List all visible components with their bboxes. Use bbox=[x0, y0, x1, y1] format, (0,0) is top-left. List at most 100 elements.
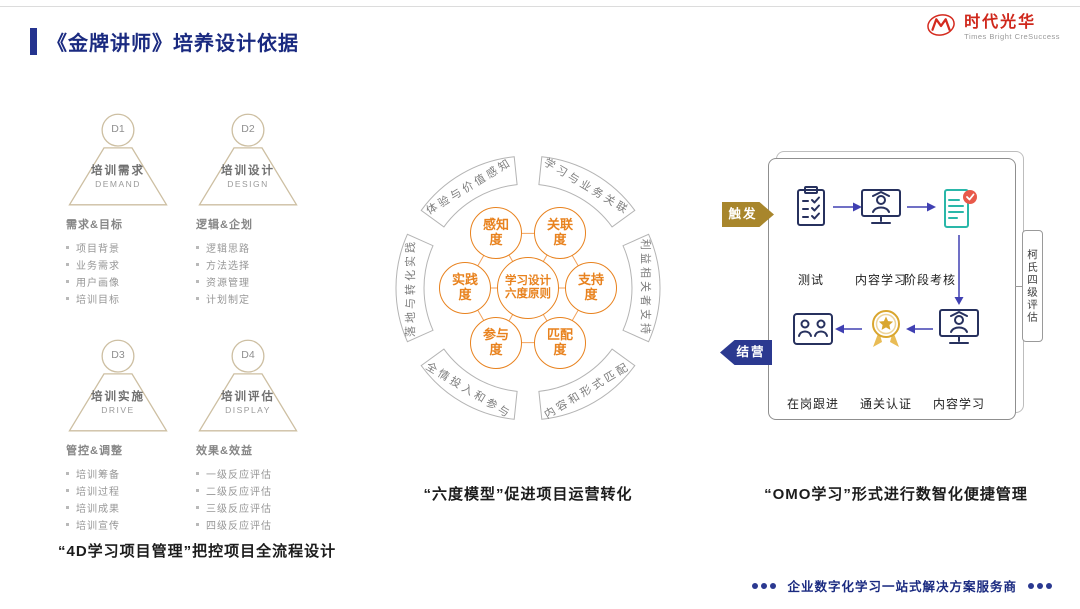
list-item: 方法选择 bbox=[196, 256, 308, 273]
step-label-certification: 通关认证 bbox=[859, 397, 912, 411]
six-degree-ring bbox=[395, 156, 661, 420]
module-shape bbox=[198, 339, 298, 432]
bullet bbox=[196, 246, 199, 249]
certification-badge-icon bbox=[866, 305, 906, 356]
footer-dot bbox=[1046, 582, 1052, 589]
module-subtitle: DRIVE bbox=[101, 405, 135, 415]
list-item: 一级反应评估 bbox=[196, 465, 308, 482]
degree-node-label: 匹配度 bbox=[546, 327, 573, 357]
list-item-text: 培训筹备 bbox=[76, 470, 120, 481]
4d-module-d3: D3 培训实施 DRIVE bbox=[62, 338, 174, 434]
footer-dot bbox=[770, 582, 777, 589]
list-item-text: 用户画像 bbox=[76, 278, 120, 289]
page-header: 《金牌讲师》培养设计依据 bbox=[30, 27, 299, 56]
bullet bbox=[66, 506, 69, 509]
module-title: 培训评估 bbox=[221, 391, 275, 403]
ring-label: 利益相关者支持 bbox=[639, 239, 651, 337]
list-item-text: 二级反应评估 bbox=[206, 487, 272, 498]
caption-4d: “4D学习项目管理”把控项目全流程设计 bbox=[58, 543, 337, 560]
list-item-text: 培训宣传 bbox=[76, 521, 120, 532]
4d-module-d2: D2 培训设计 DESIGN bbox=[192, 112, 304, 208]
list-item: 培训过程 bbox=[66, 482, 178, 499]
degree-node-label: 支持度 bbox=[577, 272, 604, 302]
footer-dot bbox=[1037, 582, 1043, 589]
brand-logo: 时代光华 Times Bright CreSuccess bbox=[924, 8, 1060, 41]
list-item: 项目背景 bbox=[66, 239, 178, 256]
logo-name: 时代光华 bbox=[964, 14, 1037, 31]
degree-node: 支持度 bbox=[565, 262, 617, 314]
list-item-text: 资源管理 bbox=[206, 278, 250, 289]
footer-dot bbox=[761, 582, 768, 589]
content-learning-monitor-icon-2 bbox=[937, 307, 981, 352]
module-title: 培训实施 bbox=[91, 391, 145, 403]
step-label-test: 测试 bbox=[797, 273, 824, 287]
six-degree-diagram: 体验与价值感知 学习与业务关联 利益相关者支持 内容和形式匹配 全情投入和参与 … bbox=[388, 148, 668, 428]
list-item-text: 一级反应评估 bbox=[206, 470, 272, 481]
side-tab-connector bbox=[1015, 286, 1023, 287]
list-item-text: 方法选择 bbox=[206, 261, 250, 272]
4d-list-d3: 管控&调整 培训筹备 培训过程 培训成果 培训宣传 bbox=[66, 442, 178, 533]
list-group-title: 管控&调整 bbox=[66, 445, 123, 457]
bullet bbox=[196, 472, 199, 475]
bullet bbox=[66, 523, 69, 526]
4d-list-d4: 效果&效益 一级反应评估 二级反应评估 三级反应评估 四级反应评估 bbox=[196, 442, 308, 533]
logo-icon bbox=[927, 13, 955, 36]
list-item-text: 四级反应评估 bbox=[206, 521, 272, 532]
module-id: D1 bbox=[111, 123, 125, 135]
footer: 企业数字化学习一站式解决方案服务商 bbox=[752, 576, 1052, 595]
module-shape bbox=[198, 113, 298, 206]
bullet bbox=[66, 297, 69, 300]
4d-module-d4: D4 培训评估 DISPLAY bbox=[192, 338, 304, 434]
list-item: 计划制定 bbox=[196, 290, 308, 307]
bullet bbox=[196, 280, 199, 283]
caption-omo: “OMO学习”形式进行数智化便捷管理 bbox=[764, 486, 1028, 503]
bullet bbox=[196, 523, 199, 526]
list-item-text: 逻辑思路 bbox=[206, 244, 250, 255]
degree-node-label: 关联度 bbox=[546, 217, 573, 247]
footer-dot bbox=[1028, 582, 1034, 589]
module-shape bbox=[68, 339, 168, 432]
module-title: 培训设计 bbox=[221, 165, 275, 177]
bullet bbox=[196, 263, 199, 266]
4d-module-d1: D1 培训需求 DEMAND bbox=[62, 112, 174, 208]
module-shape bbox=[68, 113, 168, 206]
bullet bbox=[196, 506, 199, 509]
page-title: 《金牌讲师》培养设计依据 bbox=[47, 33, 299, 55]
top-divider bbox=[0, 6, 1080, 7]
module-subtitle: DESIGN bbox=[227, 179, 269, 189]
list-item: 逻辑思路 bbox=[196, 239, 308, 256]
list-group-title: 需求&目标 bbox=[66, 219, 123, 231]
on-job-follow-people-icon bbox=[791, 309, 835, 354]
bullet bbox=[66, 280, 69, 283]
bullet bbox=[196, 297, 199, 300]
degree-node: 匹配度 bbox=[534, 317, 586, 369]
list-group-title: 逻辑&企划 bbox=[196, 219, 253, 231]
bullet bbox=[66, 489, 69, 492]
bullet bbox=[196, 489, 199, 492]
bullet bbox=[66, 472, 69, 475]
degree-node-label: 参与度 bbox=[482, 327, 509, 357]
degree-node: 感知度 bbox=[470, 207, 522, 259]
test-checklist-icon bbox=[791, 185, 831, 234]
list-group-title: 效果&效益 bbox=[196, 445, 253, 457]
degree-node-label: 感知度 bbox=[482, 217, 509, 247]
omo-flow-box: 测试 内容学习 阶段考核 bbox=[768, 158, 1016, 420]
list-item-text: 培训过程 bbox=[76, 487, 120, 498]
stage-exam-doc-icon bbox=[941, 187, 979, 236]
module-id: D3 bbox=[111, 349, 125, 361]
list-item: 培训目标 bbox=[66, 290, 178, 307]
title-accent-bar bbox=[30, 28, 37, 55]
list-item: 用户画像 bbox=[66, 273, 178, 290]
list-item: 培训成果 bbox=[66, 499, 178, 516]
footer-slogan: 企业数字化学习一站式解决方案服务商 bbox=[787, 580, 1017, 594]
4d-section: D1 培训需求 DEMAND D2 培训设计 DESIGN 需求&目标 项目背景… bbox=[56, 112, 316, 542]
list-item: 三级反应评估 bbox=[196, 499, 308, 516]
4d-list-d2: 逻辑&企划 逻辑思路 方法选择 资源管理 计划制定 bbox=[196, 216, 308, 307]
list-item-text: 培训目标 bbox=[76, 295, 120, 306]
ring-label: 落地与转化实践 bbox=[405, 239, 417, 337]
flow-connectors bbox=[833, 202, 964, 334]
footer-dot bbox=[752, 582, 759, 589]
list-item: 四级反应评估 bbox=[196, 516, 308, 533]
trigger-arrow: 触发 bbox=[722, 202, 774, 227]
